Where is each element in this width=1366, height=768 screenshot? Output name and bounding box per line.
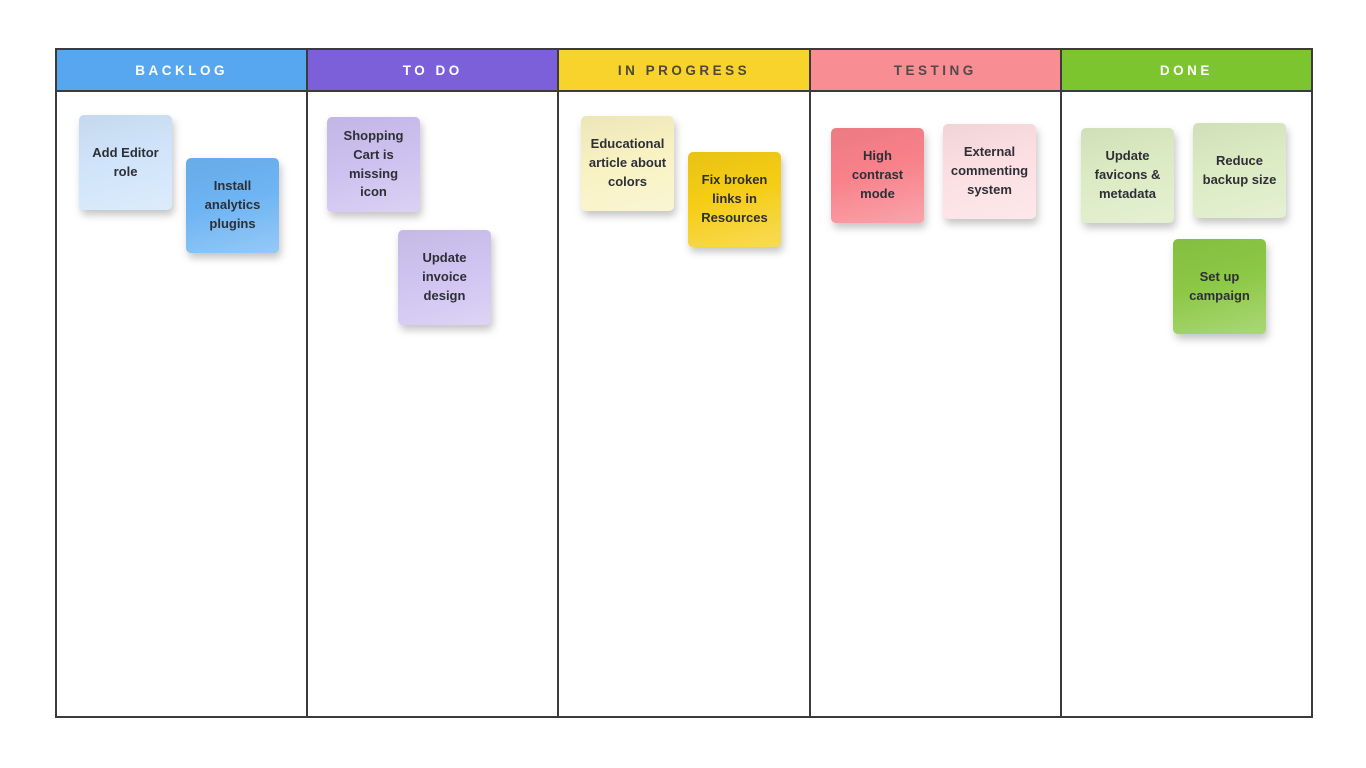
column-header-backlog[interactable]: BACKLOG [57,50,307,92]
sticky-note-text: Update favicons & metadata [1094,148,1161,201]
sticky-note-text: External commenting system [950,144,1029,197]
sticky-note-text: Fix broken links in Resources [701,172,768,225]
sticky-note-text: Reduce backup size [1202,152,1277,187]
sticky-note-text: Update invoice design [422,250,467,303]
sticky-note-add-editor-role[interactable]: Add Editor role [79,115,172,210]
column-header-done[interactable]: DONE [1061,50,1312,92]
sticky-note-text: Set up campaign [1189,268,1250,303]
sticky-note-external-commenting-system[interactable]: External commenting system [943,124,1036,219]
board-columns: BACKLOG TO DO IN PROGRESS TESTING DONE [57,50,1312,716]
sticky-note-update-invoice-design[interactable]: Update invoice design [398,230,491,325]
column-todo: TO DO [308,50,560,716]
column-backlog: BACKLOG [57,50,309,716]
sticky-notes-layer: Add Editor role Install analytics plugin… [57,50,1311,716]
sticky-note-reduce-backup-size[interactable]: Reduce backup size [1193,123,1286,218]
sticky-note-update-favicons-metadata[interactable]: Update favicons & metadata [1081,128,1174,223]
sticky-note-shopping-cart-missing-icon[interactable]: Shopping Cart is missing icon [327,117,420,212]
sticky-note-fix-broken-links[interactable]: Fix broken links in Resources [688,152,781,247]
sticky-note-install-analytics-plugins[interactable]: Install analytics plugins [186,158,279,253]
sticky-note-set-up-campaign[interactable]: Set up campaign [1173,239,1266,334]
kanban-board: BACKLOG TO DO IN PROGRESS TESTING DONE A… [55,48,1313,718]
sticky-note-text: Install analytics plugins [204,178,261,231]
sticky-note-educational-article-colors[interactable]: Educational article about colors [581,116,674,211]
sticky-note-high-contrast-mode[interactable]: High contrast mode [831,128,924,223]
sticky-note-text: High contrast mode [851,148,904,201]
sticky-note-text: Add Editor role [92,144,159,179]
column-header-testing[interactable]: TESTING [810,50,1060,92]
column-header-in-progress[interactable]: IN PROGRESS [559,50,809,92]
column-in-progress: IN PROGRESS [559,50,811,716]
sticky-note-text: Educational article about colors [588,136,667,189]
column-testing: TESTING [810,50,1062,716]
sticky-note-text: Shopping Cart is missing icon [343,127,404,200]
column-header-todo[interactable]: TO DO [308,50,558,92]
column-done: DONE [1061,50,1312,716]
